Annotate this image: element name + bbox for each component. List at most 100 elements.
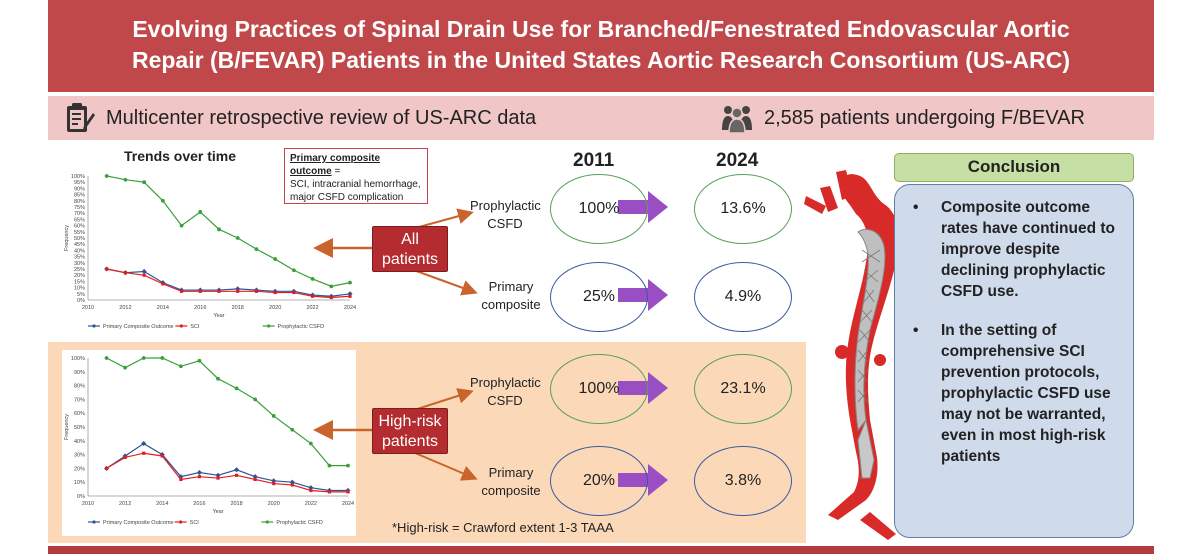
study-design-text: Multicenter retrospective review of US-A…: [106, 106, 537, 129]
x-tick-label: 2016: [193, 501, 205, 507]
y-tick-label: 30%: [74, 453, 85, 459]
label-line: Primary: [488, 465, 534, 480]
label-line: Prophylactic: [470, 375, 541, 390]
value-oval-prophylactic-all-start: 100%: [550, 174, 648, 244]
y-tick-label: 85%: [74, 193, 85, 199]
data-point: [290, 483, 294, 487]
data-point: [160, 356, 165, 360]
arrow-to-composite-all: [407, 267, 478, 296]
x-tick-label: 2018: [230, 501, 242, 507]
legend-label: SCI: [190, 520, 200, 526]
value-oval-prophylactic-high-risk-end: 23.1%: [694, 354, 792, 424]
data-point: [234, 386, 239, 391]
data-point: [271, 414, 276, 418]
data-point: [348, 280, 352, 285]
data-point: [309, 488, 313, 493]
conclusion-bullet-text: Composite outcome rates have continued t…: [941, 199, 1115, 300]
x-tick-label: 2022: [305, 501, 317, 507]
value-oval-composite-high-risk-start: 20%: [550, 446, 648, 516]
value-oval-composite-high-risk-end: 3.8%: [694, 446, 792, 516]
label-line: composite: [481, 297, 541, 312]
data-point: [329, 295, 333, 300]
y-tick-label: 0%: [77, 298, 85, 304]
patient-count: 2,585 patients undergoing F/BEVAR: [720, 102, 1085, 134]
data-point: [197, 358, 202, 363]
y-tick-label: 95%: [74, 180, 85, 186]
y-tick-label: 80%: [74, 384, 85, 390]
y-tick-label: 70%: [74, 211, 85, 217]
data-point: [234, 473, 239, 477]
data-point: [104, 356, 109, 360]
y-tick-label: 30%: [74, 261, 85, 267]
y-tick-label: 15%: [74, 279, 85, 285]
data-point: [272, 481, 276, 486]
label-line: CSFD: [487, 393, 523, 408]
data-point: [346, 463, 350, 468]
y-tick-label: 25%: [74, 267, 85, 273]
y-tick-label: 70%: [74, 397, 85, 403]
y-tick-label: 60%: [74, 224, 85, 230]
high-risk-line-1: High-risk: [378, 413, 442, 430]
data-point: [217, 289, 221, 293]
data-point: [291, 268, 296, 273]
patient-count-text: 2,585 patients undergoing F/BEVAR: [764, 106, 1085, 129]
series-line: [106, 268, 351, 297]
data-point: [236, 289, 240, 293]
year-start-label: 2011: [573, 150, 615, 171]
y-axis-label: Frequency: [64, 225, 70, 251]
outcome-heading: Primary composite outcome: [290, 153, 381, 177]
data-point: [327, 490, 332, 494]
y-tick-label: 20%: [74, 466, 85, 472]
data-point: [217, 227, 221, 232]
outcome-body: SCI, intracranial hemorrhage, major CSFD…: [290, 179, 421, 203]
y-tick-label: 75%: [74, 205, 85, 211]
data-point: [141, 268, 147, 275]
data-point: [142, 451, 146, 455]
data-point: [160, 198, 165, 203]
data-point: [216, 476, 220, 480]
data-point: [123, 455, 127, 459]
y-tick-label: 40%: [74, 439, 85, 445]
y-tick-label: 100%: [71, 356, 85, 362]
data-point: [346, 490, 350, 494]
x-tick-label: 2012: [119, 501, 131, 507]
outcome-suffix: =: [331, 166, 341, 177]
x-tick-label: 2014: [157, 305, 169, 311]
y-tick-label: 0%: [77, 494, 85, 500]
data-point: [310, 277, 315, 281]
data-point: [235, 236, 240, 240]
all-patients-line-1: All: [401, 231, 419, 248]
data-point: [292, 290, 296, 295]
data-point: [329, 284, 334, 289]
value-oval-composite-all-end: 4.9%: [694, 262, 792, 332]
value-oval-composite-all-start: 25%: [550, 262, 648, 332]
people-group-icon: [722, 106, 752, 134]
x-tick-label: 2010: [82, 305, 94, 311]
data-point: [216, 376, 220, 381]
label-line: Prophylactic: [470, 198, 541, 213]
data-point: [308, 441, 313, 446]
data-point: [197, 475, 202, 479]
data-point: [310, 294, 315, 298]
y-tick-label: 60%: [74, 411, 85, 417]
y-tick-label: 45%: [74, 242, 85, 248]
data-point: [234, 467, 240, 473]
series-line: [106, 175, 351, 287]
conclusion-bullet: • Composite outcome rates have continued…: [913, 197, 1123, 302]
title-banner: Evolving Practices of Spinal Drain Use f…: [48, 0, 1154, 92]
x-axis-label: Year: [213, 313, 224, 319]
legend-label: Prophylactic CSFD: [276, 520, 322, 526]
x-tick-label: 2018: [232, 305, 244, 311]
data-point: [198, 289, 202, 293]
conclusion-bullet: • In the setting of comprehensive SCI pr…: [913, 320, 1123, 467]
legend-marker: [179, 520, 183, 524]
study-design: Multicenter retrospective review of US-A…: [62, 102, 536, 134]
y-tick-label: 50%: [74, 236, 85, 242]
arrow-to-composite-high-risk: [407, 449, 478, 481]
page-title: Evolving Practices of Spinal Drain Use f…: [48, 0, 1154, 76]
value-oval-prophylactic-high-risk-start: 100%: [550, 354, 648, 424]
y-tick-label: 65%: [74, 217, 85, 223]
x-tick-label: 2014: [156, 501, 168, 507]
x-tick-label: 2020: [268, 501, 280, 507]
